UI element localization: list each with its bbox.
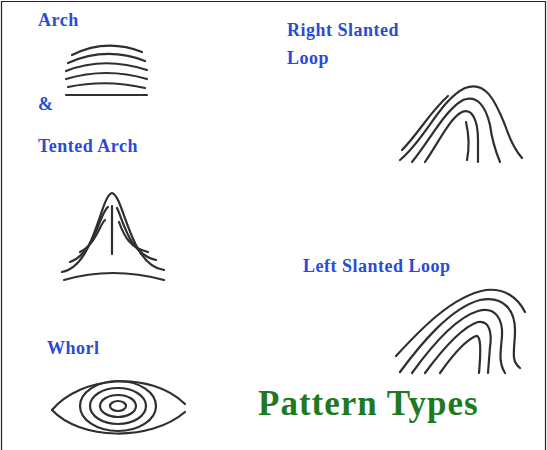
ridge-line <box>90 388 146 424</box>
ridge-line <box>400 86 522 160</box>
ridge-line <box>100 395 136 417</box>
pattern-label: Right Slanted Loop <box>287 16 437 72</box>
ridge-line <box>402 96 448 150</box>
ridge-line <box>466 122 468 160</box>
whorl-ridges <box>52 381 185 434</box>
ridge-line <box>64 273 164 280</box>
ridge-line <box>425 322 491 373</box>
pattern-label: Tented Arch <box>38 132 198 160</box>
ridge-line <box>412 310 505 373</box>
ridge-line <box>80 381 156 431</box>
ridge-line <box>68 54 145 63</box>
ridge-line <box>119 222 148 252</box>
left-slanted-loop-ridges <box>396 290 525 373</box>
pattern-label: Arch <box>38 6 158 34</box>
diagram-title: Pattern Types <box>258 384 479 424</box>
ridge-line <box>66 63 147 71</box>
ridge-line <box>62 193 164 272</box>
ridge-line <box>110 401 126 411</box>
connector-label: & <box>38 90 68 118</box>
ridge-line <box>412 99 500 162</box>
tented-arch-ridges <box>62 193 164 280</box>
arch-ridges <box>66 46 147 95</box>
pattern-label: Whorl <box>47 334 167 362</box>
ridge-line <box>66 94 147 96</box>
right-slanted-loop-ridges <box>400 86 522 162</box>
ridge-line <box>80 220 105 252</box>
ridge-line <box>425 111 478 162</box>
ridge-line <box>66 73 147 79</box>
ridge-line <box>117 208 156 260</box>
ridge-line <box>68 83 145 88</box>
ridge-line <box>440 336 480 373</box>
pattern-label: Left Slanted Loop <box>303 252 453 280</box>
ridge-line <box>400 299 520 372</box>
ridge-line <box>111 206 113 254</box>
ridge-line <box>70 207 108 262</box>
